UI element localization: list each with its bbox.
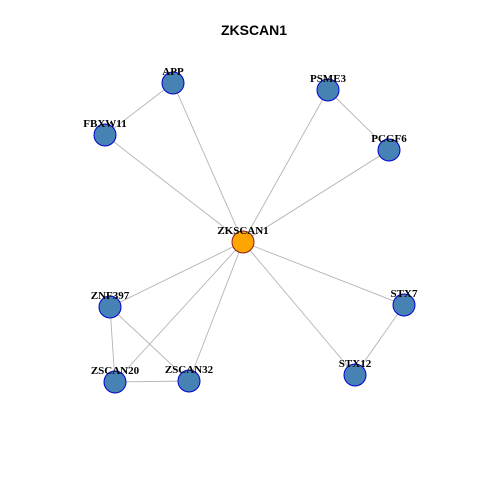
node-label-znf397: ZNF397 [91, 290, 130, 302]
node-fbxw11 [93, 123, 117, 147]
node-app [161, 71, 185, 95]
node-label-pcgf6: PCGF6 [371, 133, 407, 145]
edge-znf397-zscan32 [109, 306, 190, 382]
node-label-stx7: STX7 [391, 288, 418, 300]
edge-zkscan1-app [172, 82, 244, 243]
edge-zkscan1-zscan20 [114, 241, 244, 383]
node-psme3 [316, 78, 340, 102]
node-znf397 [98, 295, 122, 319]
node-label-app: APP [162, 66, 184, 78]
node-label-psme3: PSME3 [310, 73, 347, 85]
node-label-zscan20: ZSCAN20 [91, 365, 140, 377]
edge-stx7-stx12 [354, 304, 405, 376]
node-stx7 [392, 293, 416, 317]
edges-layer [104, 82, 405, 383]
node-stx12 [343, 363, 367, 387]
node-zkscan1 [231, 230, 255, 254]
nodes-layer [93, 71, 416, 394]
edge-psme3-pcgf6 [327, 89, 390, 151]
node-pcgf6 [377, 138, 401, 162]
edge-zkscan1-pcgf6 [242, 149, 390, 243]
node-label-fbxw11: FBXW11 [83, 118, 126, 130]
edge-znf397-zscan20 [109, 306, 116, 383]
edge-zkscan1-psme3 [242, 89, 329, 243]
edge-app-fbxw11 [104, 82, 174, 136]
node-zscan32 [177, 369, 201, 393]
edge-zkscan1-zscan32 [188, 241, 244, 382]
node-zscan20 [103, 370, 127, 394]
edge-zkscan1-stx12 [242, 241, 356, 376]
edge-zkscan1-znf397 [109, 241, 244, 308]
node-label-zscan32: ZSCAN32 [165, 364, 214, 376]
node-label-zkscan1: ZKSCAN1 [217, 225, 268, 237]
edge-zkscan1-stx7 [242, 241, 405, 306]
edge-zscan20-zscan32 [114, 380, 190, 383]
node-label-stx12: STX12 [339, 358, 372, 370]
graph-title: ZKSCAN1 [221, 22, 287, 38]
edge-zkscan1-fbxw11 [104, 134, 244, 243]
